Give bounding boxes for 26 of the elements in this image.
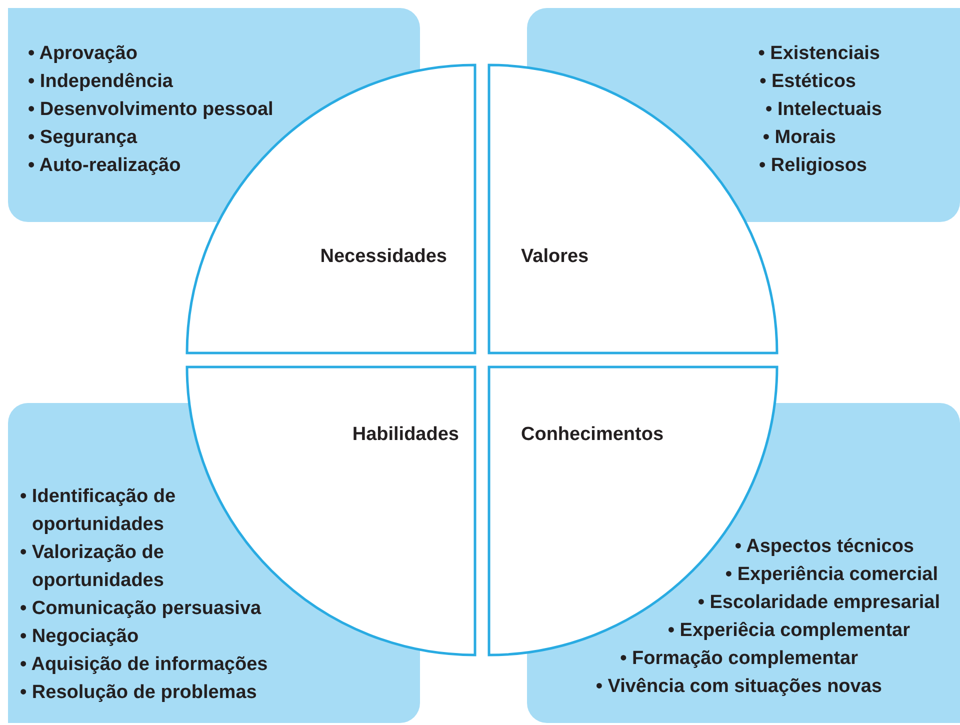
list-item: • Segurança — [28, 126, 138, 150]
list-item: • Aspectos técnicos — [734, 535, 914, 559]
quadrant-label: Habilidades — [352, 424, 459, 446]
list-item: • Experiêcia complementar — [668, 619, 910, 643]
list-item: • Morais — [762, 126, 836, 150]
list-item: • Vivência com situações novas — [596, 675, 882, 699]
list-item: • Negociação — [20, 625, 139, 649]
list-item: • Comunicação persuasiva — [20, 597, 262, 621]
list-item: • Formação complementar — [620, 647, 858, 671]
list-item: • Existenciais — [758, 42, 880, 66]
list-item: • Religiosos — [758, 154, 867, 178]
list-item: • Identificação de oportunidades — [20, 485, 177, 537]
quadrant-label: Conhecimentos — [521, 424, 664, 446]
list-item: • Aquisição de informações — [20, 653, 268, 677]
list-item: • Resolução de problemas — [20, 681, 257, 705]
list-item: • Intelectuais — [766, 98, 882, 122]
list-item: • Aprovação — [28, 42, 138, 66]
list-item: • Experiência comercial — [725, 563, 938, 587]
list-item: • Desenvolvimento pessoal — [28, 98, 274, 122]
quadrant-label: Necessidades — [320, 246, 447, 268]
list-item: • Estéticos — [760, 70, 856, 94]
list-item: • Auto-realização — [28, 154, 181, 178]
quadrant-label: Valores — [521, 246, 589, 268]
list-item: • Escolaridade empresarial — [698, 591, 940, 615]
list-item: • Independência — [28, 70, 173, 94]
list-item: • Valorização de oportunidades — [20, 541, 165, 593]
